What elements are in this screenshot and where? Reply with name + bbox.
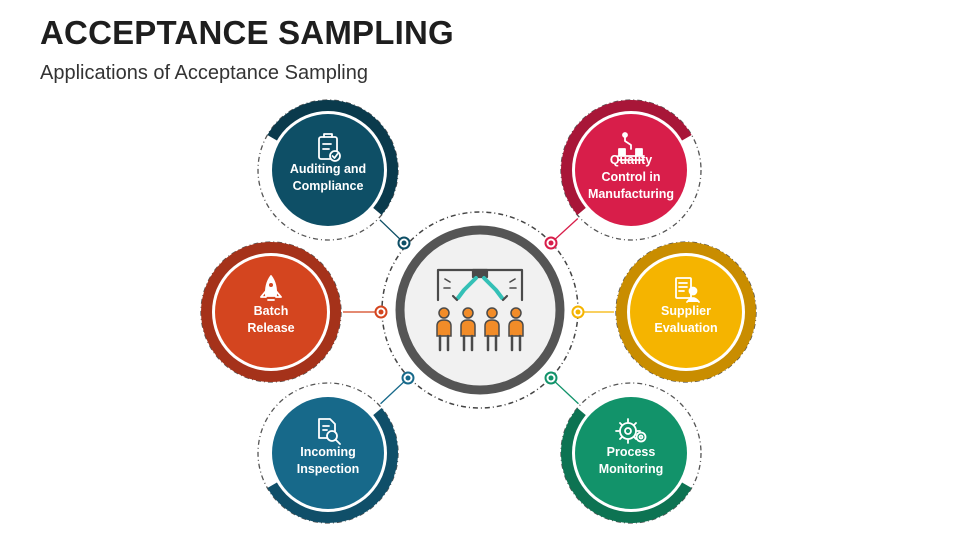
node-auditing[interactable] <box>257 99 399 241</box>
process-connector-dot-center <box>548 375 554 381</box>
node-process[interactable] <box>560 382 702 524</box>
incoming-band <box>267 408 398 523</box>
process-disc <box>575 397 687 509</box>
rocket-icon <box>260 275 282 301</box>
quality-band <box>561 100 692 215</box>
auditing-disc <box>272 114 384 226</box>
batch-band <box>201 242 341 313</box>
supplier-document-icon <box>675 277 700 303</box>
document-search-icon <box>318 418 341 445</box>
auditing-connector-dot-center <box>401 240 407 246</box>
slide-subtitle: Applications of Acceptance Sampling <box>40 62 368 84</box>
incoming-label-line: Inspection <box>296 462 360 476</box>
supplier-band <box>616 242 756 313</box>
clipboard-check-icon <box>318 133 341 162</box>
process-label-line: Process <box>606 445 656 459</box>
center-hub <box>395 225 565 395</box>
auditing-label-line: Compliance <box>292 179 364 193</box>
node-incoming[interactable] <box>257 382 399 524</box>
auditing-label-line: Auditing and <box>289 162 367 176</box>
conveyor-robot-icon <box>617 132 645 161</box>
supplier-band-lower <box>616 311 756 382</box>
worker-figure <box>436 307 452 352</box>
batch-disc <box>215 256 327 368</box>
batch-band-lower <box>201 311 341 382</box>
node-batch[interactable] <box>200 241 342 383</box>
batch-connector-dot-center <box>378 309 384 315</box>
incoming-label-line: Incoming <box>300 445 356 459</box>
batch-label-line: Release <box>247 321 295 335</box>
worker-figure <box>508 307 524 352</box>
supplier-disc <box>630 256 742 368</box>
process-band <box>561 408 692 523</box>
supplier-label-line: Evaluation <box>654 321 718 335</box>
supplier-label-line: Supplier <box>660 304 711 318</box>
quality-label-line: Quality <box>609 153 653 167</box>
node-quality[interactable] <box>560 99 702 241</box>
worker-figure <box>484 307 500 352</box>
process-label-line: Monitoring <box>598 462 664 476</box>
quality-disc <box>575 114 687 226</box>
auditing-band <box>267 100 398 215</box>
gears-icon <box>615 418 647 444</box>
incoming-connector-dot-center <box>405 375 411 381</box>
robot-arm-workers-icon <box>436 268 524 302</box>
worker-figure <box>460 307 476 352</box>
supplier-connector-dot-center <box>575 309 581 315</box>
batch-label-line: Batch <box>253 304 289 318</box>
slide-title: ACCEPTANCE SAMPLING <box>40 14 454 51</box>
node-supplier[interactable] <box>615 241 757 383</box>
quality-label-line: Control in <box>601 170 661 184</box>
quality-connector-dot-center <box>548 240 554 246</box>
workers-icon <box>436 307 524 352</box>
quality-label-line: Manufacturing <box>587 187 675 201</box>
incoming-disc <box>272 397 384 509</box>
